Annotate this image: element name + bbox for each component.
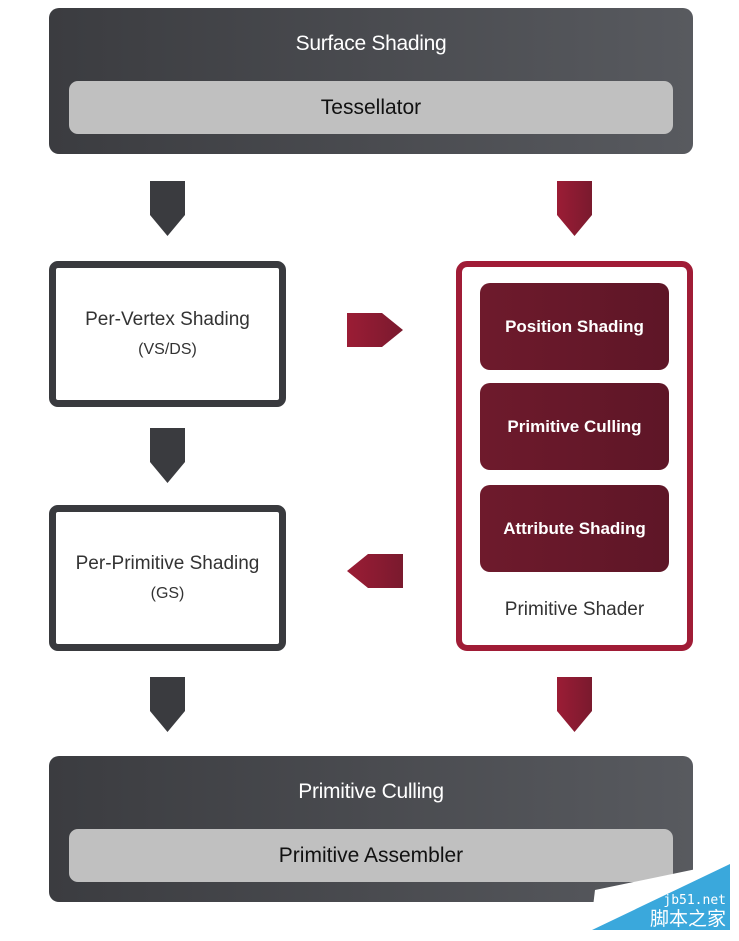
primitive-shader-label: Primitive Shader (504, 599, 645, 620)
arrow-down-icon (150, 428, 185, 483)
per-vertex-shading-box: Per-Vertex Shading (VS/DS) (49, 261, 286, 407)
arrow-down-icon (150, 181, 185, 236)
primitive-shader-box: Position Shading Primitive Culling Attri… (456, 261, 693, 651)
primitive-culling-stage: Primitive Culling (480, 383, 669, 470)
arrow-down-icon (557, 181, 592, 236)
surface-shading-title: Surface Shading (295, 32, 447, 55)
per-primitive-shading-title: Per-Primitive Shading (75, 553, 260, 574)
position-shading-stage: Position Shading (480, 283, 669, 370)
surface-shading-block: Surface Shading Tessellator (49, 8, 693, 154)
primitive-assembler-bar: Primitive Assembler (69, 829, 673, 882)
watermark-logo: jb51.net 脚本之家 (590, 862, 730, 932)
primitive-culling-block: Primitive Culling Primitive Assembler (49, 756, 693, 902)
per-vertex-shading-title: Per-Vertex Shading (85, 309, 250, 330)
svg-text:jb51.net: jb51.net (663, 893, 726, 908)
svg-text:脚本之家: 脚本之家 (650, 908, 726, 930)
per-primitive-shading-box: Per-Primitive Shading (GS) (49, 505, 286, 651)
arrow-down-icon (150, 677, 185, 732)
attribute-shading-stage: Attribute Shading (480, 485, 669, 572)
arrow-left-icon (347, 554, 403, 588)
arrow-down-icon (557, 677, 592, 732)
arrow-right-icon (347, 313, 403, 347)
tessellator-bar: Tessellator (69, 81, 673, 134)
per-vertex-shading-sub: (VS/DS) (138, 341, 197, 358)
primitive-culling-title: Primitive Culling (298, 780, 444, 803)
per-primitive-shading-sub: (GS) (150, 585, 185, 602)
